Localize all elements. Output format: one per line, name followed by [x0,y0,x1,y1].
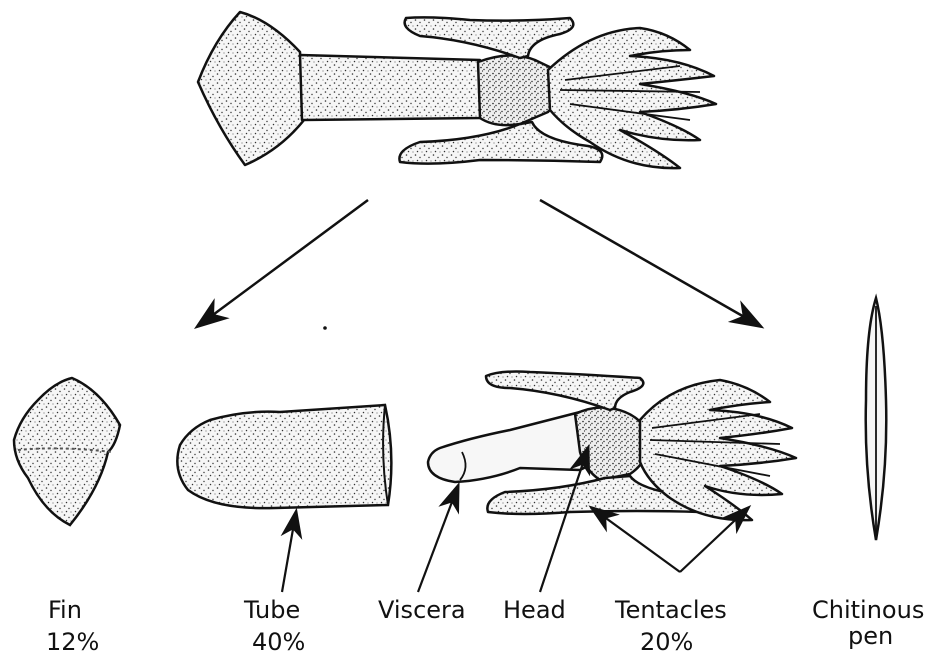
pen-label-line1: Chitinous [812,598,924,622]
tube-part [177,405,391,508]
tube-label: Tube [244,598,300,622]
viscera-label: Viscera [378,598,466,622]
fin-percent: 12% [46,630,99,654]
right-arrow [540,200,760,326]
tube-percent: 40% [252,630,305,654]
whole-squid-mantle [300,55,486,120]
pen-label-line2: pen [848,624,893,648]
stray-dot [323,326,327,330]
left-arrow [198,200,368,326]
viscera-head-tentacles [428,372,796,521]
tentacles-pointer-left [592,508,680,572]
whole-squid [198,12,716,168]
whole-squid-upper-tentacle [405,17,574,58]
tentacles-percent: 20% [640,630,693,654]
viscera-pointer [418,486,458,592]
viscera-part [428,412,600,482]
tube-pointer [282,512,296,592]
tentacles-label: Tentacles [615,598,727,622]
whole-squid-fin [198,12,304,165]
upper-tentacle-part [486,372,643,411]
fin-label: Fin [48,598,82,622]
head-label: Head [503,598,566,622]
